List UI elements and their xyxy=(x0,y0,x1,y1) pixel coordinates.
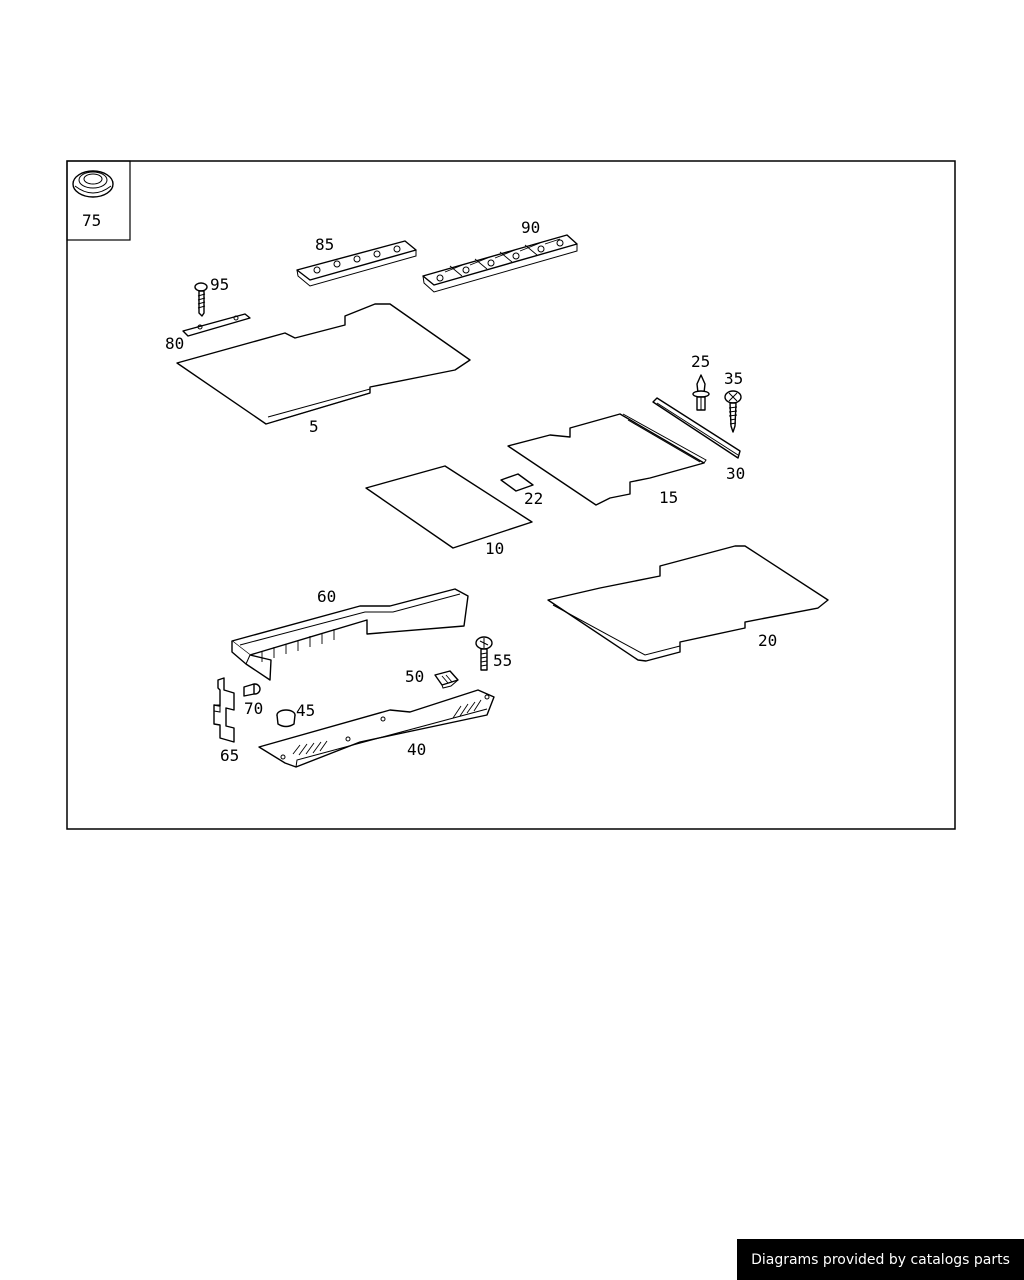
part-70-plug[interactable] xyxy=(243,683,261,697)
part-60-sill-trim[interactable] xyxy=(231,588,469,681)
inset-box-75 xyxy=(66,160,131,241)
label-35: 35 xyxy=(724,369,743,388)
part-20-floor-mat[interactable] xyxy=(547,545,829,662)
part-80-plate[interactable] xyxy=(182,313,251,337)
label-70: 70 xyxy=(244,699,263,718)
label-30: 30 xyxy=(726,464,745,483)
part-95-screw[interactable] xyxy=(194,282,208,317)
diagram-frame xyxy=(66,160,956,830)
label-60: 60 xyxy=(317,587,336,606)
part-40-sill-panel[interactable] xyxy=(258,689,495,768)
diagram-credit: Diagrams provided by catalogs parts xyxy=(737,1239,1024,1280)
label-22: 22 xyxy=(524,489,543,508)
label-10: 10 xyxy=(485,539,504,558)
part-45-plug[interactable] xyxy=(276,709,296,728)
label-40: 40 xyxy=(407,740,426,759)
label-75: 75 xyxy=(82,211,101,230)
label-95: 95 xyxy=(210,275,229,294)
part-5-floor-mat[interactable] xyxy=(176,303,471,425)
part-65-bracket[interactable] xyxy=(213,677,235,743)
part-22-pad[interactable] xyxy=(500,473,534,492)
part-25-rivet[interactable] xyxy=(692,374,710,411)
label-90: 90 xyxy=(521,218,540,237)
part-35-screw[interactable] xyxy=(724,390,742,433)
label-25: 25 xyxy=(691,352,710,371)
part-15-floor-mat[interactable] xyxy=(507,413,707,506)
part-50-clip[interactable] xyxy=(434,670,459,689)
label-5: 5 xyxy=(309,417,319,436)
label-85: 85 xyxy=(315,235,334,254)
label-45: 45 xyxy=(296,701,315,720)
part-55-screw[interactable] xyxy=(475,636,493,671)
part-30-trim-strip[interactable] xyxy=(652,397,741,459)
part-85-bracket[interactable] xyxy=(296,240,417,287)
label-55: 55 xyxy=(493,651,512,670)
label-15: 15 xyxy=(659,488,678,507)
label-20: 20 xyxy=(758,631,777,650)
part-75-grommet[interactable] xyxy=(72,170,114,198)
part-10-mat-panel[interactable] xyxy=(365,465,533,549)
part-90-bracket[interactable] xyxy=(422,234,578,293)
label-80: 80 xyxy=(165,334,184,353)
label-65: 65 xyxy=(220,746,239,765)
label-50: 50 xyxy=(405,667,424,686)
